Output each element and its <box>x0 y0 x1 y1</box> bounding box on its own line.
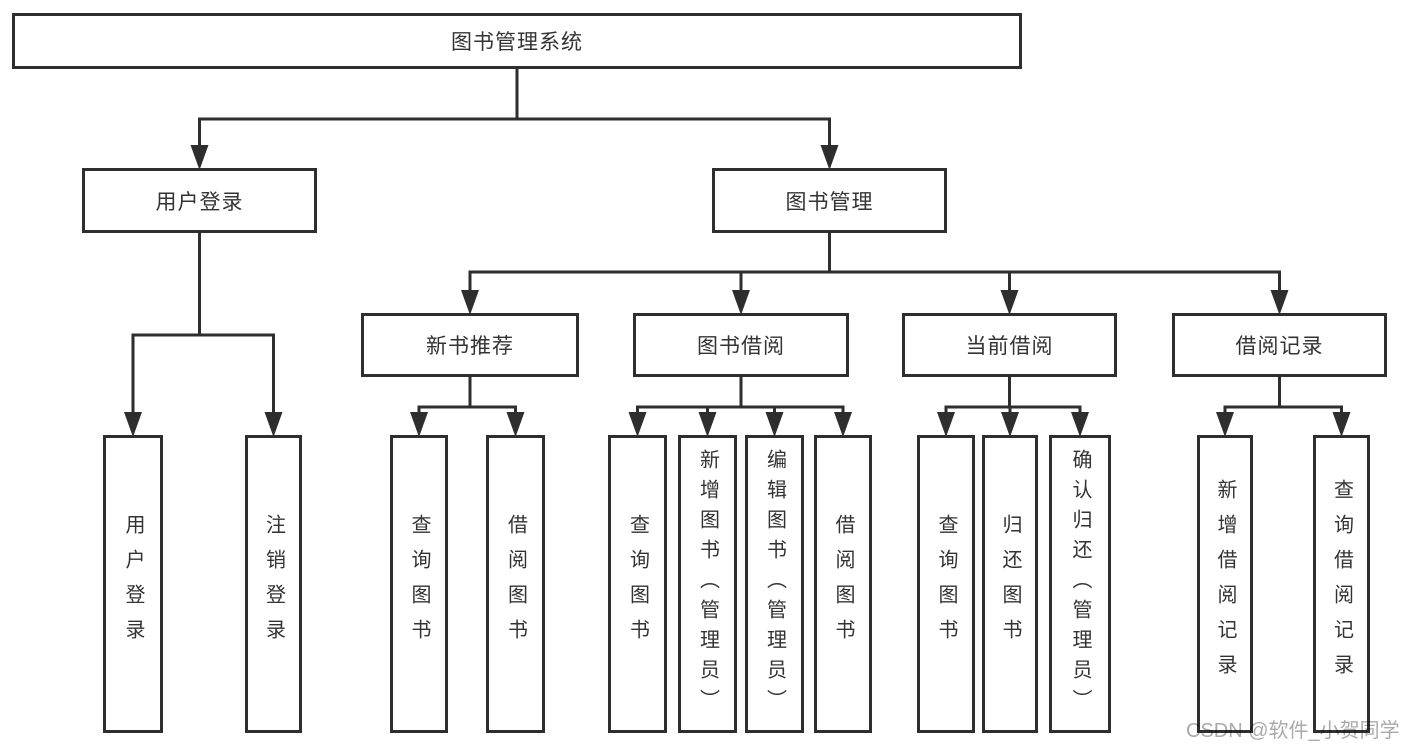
leaf-borrow-books-borrowing: 借阅图书 <box>814 435 872 733</box>
connector-user-login-to-leaves <box>124 233 283 437</box>
leaf-return-books: 归还图书 <box>982 435 1038 733</box>
connector-book-mgmt-to-level3 <box>461 233 1289 315</box>
node-book-management: 图书管理 <box>712 168 947 233</box>
leaf-confirm-return-admin: 确认归还（管理员） <box>1049 435 1111 733</box>
connector-book-borrow-to-leaves <box>628 377 852 437</box>
watermark: CSDN @软件_小贺同学 <box>1186 720 1400 742</box>
leaf-borrow-books-newbooks: 借阅图书 <box>486 435 545 733</box>
node-borrowing-records: 借阅记录 <box>1172 313 1387 377</box>
connector-new-books-to-leaves <box>410 377 525 437</box>
leaf-query-books-borrowing: 查询图书 <box>608 435 667 733</box>
node-new-book-recommendation: 新书推荐 <box>361 313 579 377</box>
connector-root-to-level2 <box>190 69 839 170</box>
connector-current-borrow-to-leaves <box>937 377 1089 437</box>
leaf-add-borrow-record: 新增借阅记录 <box>1197 435 1253 733</box>
node-library-system: 图书管理系统 <box>12 13 1022 69</box>
leaf-query-books-current: 查询图书 <box>917 435 975 733</box>
node-current-borrowing: 当前借阅 <box>902 313 1117 377</box>
leaf-add-books-admin: 新增图书（管理员） <box>678 435 737 733</box>
leaf-edit-books-admin: 编辑图书（管理员） <box>745 435 804 733</box>
connector-borrow-records-to-leaves <box>1216 377 1351 437</box>
node-book-borrowing: 图书借阅 <box>633 313 849 377</box>
leaf-logout: 注销登录 <box>245 435 302 733</box>
node-user-login: 用户登录 <box>82 168 317 233</box>
leaf-query-books-newbooks: 查询图书 <box>390 435 448 733</box>
leaf-user-login: 用户登录 <box>103 435 163 733</box>
leaf-query-borrow-record: 查询借阅记录 <box>1313 435 1370 733</box>
